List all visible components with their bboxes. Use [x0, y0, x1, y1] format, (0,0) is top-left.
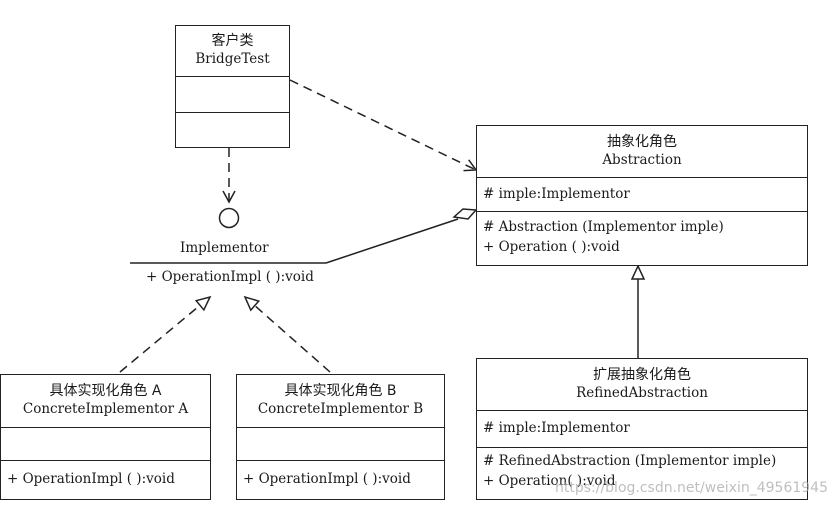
operation: + Operation( ):void — [483, 473, 616, 489]
class-client-attributes — [176, 77, 289, 113]
class-concrete-b-header: 具体实现化角色 B ConcreteImplementor B — [237, 375, 444, 428]
interface-implementor-name[interactable]: Implementor — [180, 240, 269, 256]
class-concrete-a-en: ConcreteImplementor A — [22, 401, 189, 417]
class-refined-operations: # RefinedAbstraction (Implementor imple)… — [477, 448, 807, 491]
class-refined-attributes: # imple:Implementor — [477, 411, 807, 448]
class-client-operations — [176, 113, 289, 146]
class-abstraction-en: Abstraction — [602, 152, 682, 168]
interface-implementor-operation: + OperationImpl ( ):void — [146, 269, 314, 285]
class-client-en: BridgeTest — [195, 51, 270, 67]
operation: + Operation ( ):void — [483, 239, 620, 255]
class-client[interactable]: 客户类 BridgeTest — [175, 25, 290, 148]
dependency-client-abstraction — [289, 79, 478, 172]
class-concrete-b-attributes — [237, 428, 444, 461]
class-refined-cn: 扩展抽象化角色 — [593, 367, 691, 383]
class-concrete-a-header: 具体实现化角色 A ConcreteImplementor A — [1, 375, 210, 428]
realization-b — [243, 295, 331, 373]
operation: + OperationImpl ( ):void — [243, 471, 411, 487]
realization-a — [119, 295, 212, 373]
attribute: # imple:Implementor — [483, 420, 630, 436]
class-client-cn: 客户类 — [211, 33, 254, 49]
class-concrete-b-en: ConcreteImplementor B — [257, 401, 424, 417]
class-refined-en: RefinedAbstraction — [576, 385, 708, 401]
class-abstraction-header: 抽象化角色 Abstraction — [477, 126, 807, 178]
class-concrete-a[interactable]: 具体实现化角色 A ConcreteImplementor A + Operat… — [0, 374, 211, 500]
operation: # RefinedAbstraction (Implementor imple) — [483, 453, 777, 469]
class-abstraction[interactable]: 抽象化角色 Abstraction # imple:Implementor # … — [476, 125, 808, 266]
interface-lollipop-icon — [218, 207, 240, 229]
aggregation-line — [325, 218, 459, 264]
watermark: https://blog.csdn.net/weixin_49561945 — [554, 480, 828, 496]
class-concrete-b-operations: + OperationImpl ( ):void — [237, 461, 444, 489]
class-concrete-a-attributes — [1, 428, 210, 461]
attribute: # imple:Implementor — [483, 186, 630, 202]
class-concrete-a-operations: + OperationImpl ( ):void — [1, 461, 210, 489]
class-client-header: 客户类 BridgeTest — [176, 26, 289, 77]
class-concrete-b[interactable]: 具体实现化角色 B ConcreteImplementor B + Operat… — [236, 374, 445, 500]
class-refined[interactable]: 扩展抽象化角色 RefinedAbstraction # imple:Imple… — [476, 358, 808, 500]
operation: + OperationImpl ( ):void — [7, 471, 175, 487]
class-concrete-a-cn: 具体实现化角色 A — [49, 383, 162, 399]
class-abstraction-attributes: # imple:Implementor — [477, 178, 807, 212]
class-refined-header: 扩展抽象化角色 RefinedAbstraction — [477, 359, 807, 411]
operation: # Abstraction (Implementor imple) — [483, 219, 724, 235]
class-abstraction-operations: # Abstraction (Implementor imple) + Oper… — [477, 212, 807, 257]
class-abstraction-cn: 抽象化角色 — [607, 134, 677, 150]
aggregation-diamond-icon — [452, 208, 478, 220]
class-concrete-b-cn: 具体实现化角色 B — [284, 383, 397, 399]
